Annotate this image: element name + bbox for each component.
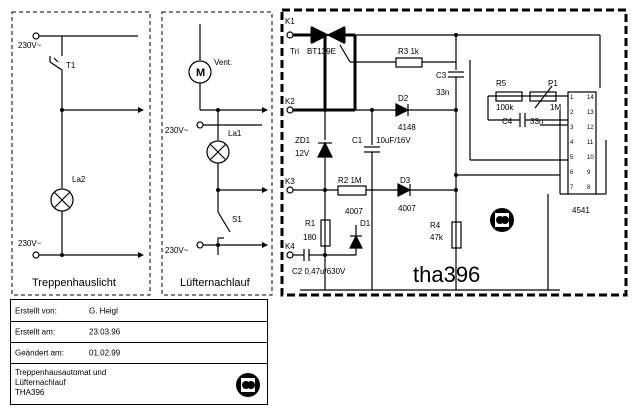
logo-icon bbox=[490, 208, 514, 232]
p1-label: P1 bbox=[548, 79, 558, 88]
ic-pin-right-12: 12 bbox=[587, 125, 594, 131]
ic-pin-left-5: 5 bbox=[570, 155, 574, 161]
r1-label: R1 bbox=[305, 219, 316, 228]
vent-label: Vent. bbox=[214, 58, 232, 67]
c3-value: 33n bbox=[436, 88, 449, 97]
la1-label: La1 bbox=[228, 129, 242, 138]
ic-pin-right-9: 9 bbox=[587, 170, 591, 176]
ic-pin-right-11: 11 bbox=[587, 140, 594, 146]
d2-value: 4148 bbox=[398, 123, 416, 132]
left-230v-bottom: 230V~ bbox=[18, 239, 42, 248]
k2-label: K2 bbox=[285, 97, 295, 106]
d1-value: 4007 bbox=[345, 207, 363, 216]
d3-label: D3 bbox=[400, 176, 411, 185]
created-label: Erstellt am: bbox=[15, 327, 56, 337]
mid-230v-bottom: 230V~ bbox=[165, 246, 189, 255]
changed-value: 01.02.99 bbox=[89, 348, 121, 358]
c2-label: C2 0,47u/630V bbox=[292, 267, 346, 276]
d2-label: D2 bbox=[398, 94, 409, 103]
r4-value: 47k bbox=[430, 233, 444, 242]
desc-line-1: Treppenhausautomat und bbox=[15, 368, 107, 377]
ic-pin-left-1: 1 bbox=[570, 95, 574, 101]
left-230v-top: 230V~ bbox=[18, 41, 42, 50]
t1-label: T1 bbox=[66, 61, 76, 70]
logo-icon-small bbox=[236, 373, 260, 397]
ic-pin-right-10: 10 bbox=[587, 155, 594, 161]
left-circuit bbox=[32, 32, 144, 259]
middle-panel-frame bbox=[161, 11, 273, 296]
ic-pin-left-3: 3 bbox=[570, 125, 574, 131]
ic-pin-left-2: 2 bbox=[570, 110, 574, 116]
c1-label: C1 bbox=[352, 136, 363, 145]
d1-label: D1 bbox=[360, 219, 371, 228]
created-value: 23.03.96 bbox=[89, 327, 121, 337]
p1-value: 1M bbox=[550, 103, 561, 112]
r3-label: R3 1k bbox=[398, 47, 420, 56]
k4-label: K4 bbox=[285, 242, 295, 251]
info-row-changed: Geändert am: 01.02.99 bbox=[11, 343, 267, 364]
ic-pin-left-4: 4 bbox=[570, 140, 574, 146]
c1-value: 10uF/16V bbox=[376, 136, 411, 145]
middle-circuit bbox=[188, 24, 268, 255]
zd1-label: ZD1 bbox=[295, 136, 311, 145]
desc-line-3: THA396 bbox=[15, 388, 45, 397]
k3-label: K3 bbox=[285, 177, 295, 186]
c4-value: 33n bbox=[530, 117, 543, 126]
info-row-created: Erstellt am: 23.03.96 bbox=[11, 322, 267, 343]
bt139e-label: BT139E bbox=[307, 47, 336, 56]
motor-letter: M bbox=[196, 67, 205, 79]
ic-pin-left-7: 7 bbox=[570, 185, 574, 191]
ic-pin-right-13: 13 bbox=[587, 110, 594, 116]
ic-body bbox=[567, 91, 597, 195]
author-value: G. Heigl bbox=[89, 306, 118, 315]
ic-label: 4541 bbox=[572, 206, 590, 215]
left-panel-frame bbox=[11, 11, 151, 296]
changed-label: Geändert am: bbox=[15, 348, 64, 358]
info-table: Erstellt von: G. Heigl Erstellt am: 23.0… bbox=[10, 299, 268, 405]
r4-label: R4 bbox=[430, 221, 441, 230]
main-circuit bbox=[286, 26, 607, 291]
author-label: Erstellt von: bbox=[15, 306, 57, 315]
middle-caption: Lüfternachlauf bbox=[180, 277, 251, 289]
desc-line-2: Lüfternachlauf bbox=[15, 378, 66, 387]
ic-pin-right-14: 14 bbox=[587, 95, 594, 101]
info-row-author: Erstellt von: G. Heigl bbox=[11, 300, 267, 322]
circuit-title: tha396 bbox=[413, 262, 480, 287]
info-description: Treppenhausautomat und Lüfternachlauf TH… bbox=[15, 368, 106, 398]
k1-label: K1 bbox=[285, 17, 295, 26]
r1-value: 180 bbox=[303, 233, 317, 242]
la2-label: La2 bbox=[72, 175, 86, 184]
r5-value: 100k bbox=[496, 103, 514, 112]
r5-label: R5 bbox=[496, 79, 507, 88]
ic-pin-right-8: 8 bbox=[587, 185, 591, 191]
tri-label: Tri bbox=[290, 47, 299, 56]
d3-value: 4007 bbox=[398, 204, 416, 213]
mid-230v-top: 230V~ bbox=[165, 126, 189, 135]
zd1-value: 12V bbox=[295, 149, 310, 158]
circuit-panel-frame bbox=[280, 8, 628, 297]
r2-label: R2 1M bbox=[338, 176, 362, 185]
c3-label: C3 bbox=[436, 71, 447, 80]
c4-label: C4 bbox=[502, 117, 513, 126]
s1-label: S1 bbox=[232, 215, 242, 224]
ic-pin-left-6: 6 bbox=[570, 170, 574, 176]
left-caption: Treppenhauslicht bbox=[32, 277, 116, 289]
